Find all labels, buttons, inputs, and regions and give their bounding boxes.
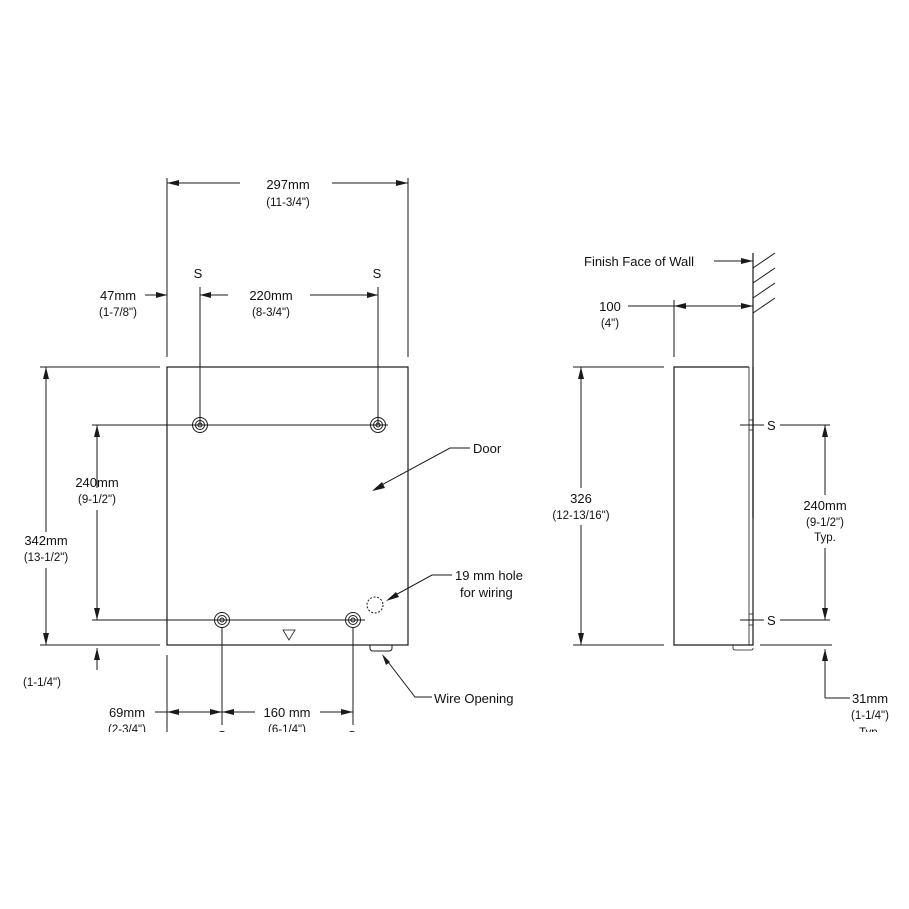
bottom-spacing-in-label: (6-1/4") xyxy=(268,724,306,736)
wall-hatching xyxy=(752,252,776,314)
depth-in-label: (4") xyxy=(601,318,619,330)
side-top-s-marker: S xyxy=(767,418,776,433)
door-label: Door xyxy=(473,441,502,456)
cabinet-side-outline xyxy=(673,366,754,646)
top-right-mounting-hole xyxy=(370,417,386,433)
width-mm-label: 297mm xyxy=(266,177,309,192)
width-in-label: (11-3/4") xyxy=(266,197,310,209)
wire-opening-label: Wire Opening xyxy=(434,691,513,706)
wiring-hole-leader-line xyxy=(389,574,452,599)
bottom-spacing-mm-label: 160 mm xyxy=(264,705,311,720)
side-height-mm-label: 326 xyxy=(570,491,592,506)
offset-in-label: (1-7/8") xyxy=(99,307,137,319)
height-in-label: (13-1/2") xyxy=(24,552,69,564)
finish-face-label: Finish Face of Wall xyxy=(584,254,694,269)
wiring-hole-icon xyxy=(366,596,384,614)
depth-mm-label: 100 xyxy=(599,299,621,314)
left-offset-mm-label: 69mm xyxy=(109,705,145,720)
side-bottom-s-marker: S xyxy=(767,613,776,628)
side-bottom-in-label: (1-1/4") xyxy=(851,710,889,722)
bottom-left-s-marker: S xyxy=(218,728,227,743)
top-left-mounting-hole xyxy=(192,417,208,433)
wire-opening-shape xyxy=(369,645,393,652)
side-wire-opening-shape xyxy=(732,645,754,651)
front-view: 297mm (11-3/4") S S 47mm (1-7/8") 220mm … xyxy=(23,177,523,743)
top-right-s-marker: S xyxy=(373,266,382,281)
side-bottom-mm-label: 31mm xyxy=(852,691,888,706)
bottom-right-mounting-hole xyxy=(345,612,361,628)
side-spacing-mm-label: 240mm xyxy=(803,498,846,513)
bottom-offset-in-label: (1-1/4") xyxy=(23,677,61,689)
top-spacing-mm-label: 220mm xyxy=(249,288,292,303)
side-view: Finish Face of Wall 100 (4") 326 xyxy=(552,252,889,739)
side-spacing-in-label: (9-1/2") xyxy=(806,517,844,529)
door-leader-line xyxy=(375,447,470,489)
hole-label-line2: for wiring xyxy=(460,585,513,600)
cabinet-front-outline xyxy=(166,366,409,646)
bottom-right-s-marker: S xyxy=(348,728,357,743)
height-mm-label: 342mm xyxy=(24,533,67,548)
top-spacing-in-label: (8-3/4") xyxy=(252,307,290,319)
offset-mm-label: 47mm xyxy=(100,288,136,303)
hole-label-line1: 19 mm hole xyxy=(455,568,523,583)
side-bottom-typ-label: Typ. xyxy=(859,727,881,739)
bottom-left-mounting-hole xyxy=(214,612,230,628)
vertical-spacing-mm-label: 240mm xyxy=(75,475,118,490)
triangle-marker-icon xyxy=(282,629,296,641)
side-spacing-typ-label: Typ. xyxy=(814,532,836,544)
top-left-s-marker: S xyxy=(194,266,203,281)
wire-opening-leader-line xyxy=(384,657,432,698)
vertical-spacing-in-label: (9-1/2") xyxy=(78,494,116,506)
left-offset-in-label: (2-3/4") xyxy=(108,724,146,736)
side-height-in-label: (12-13/16") xyxy=(552,510,609,522)
